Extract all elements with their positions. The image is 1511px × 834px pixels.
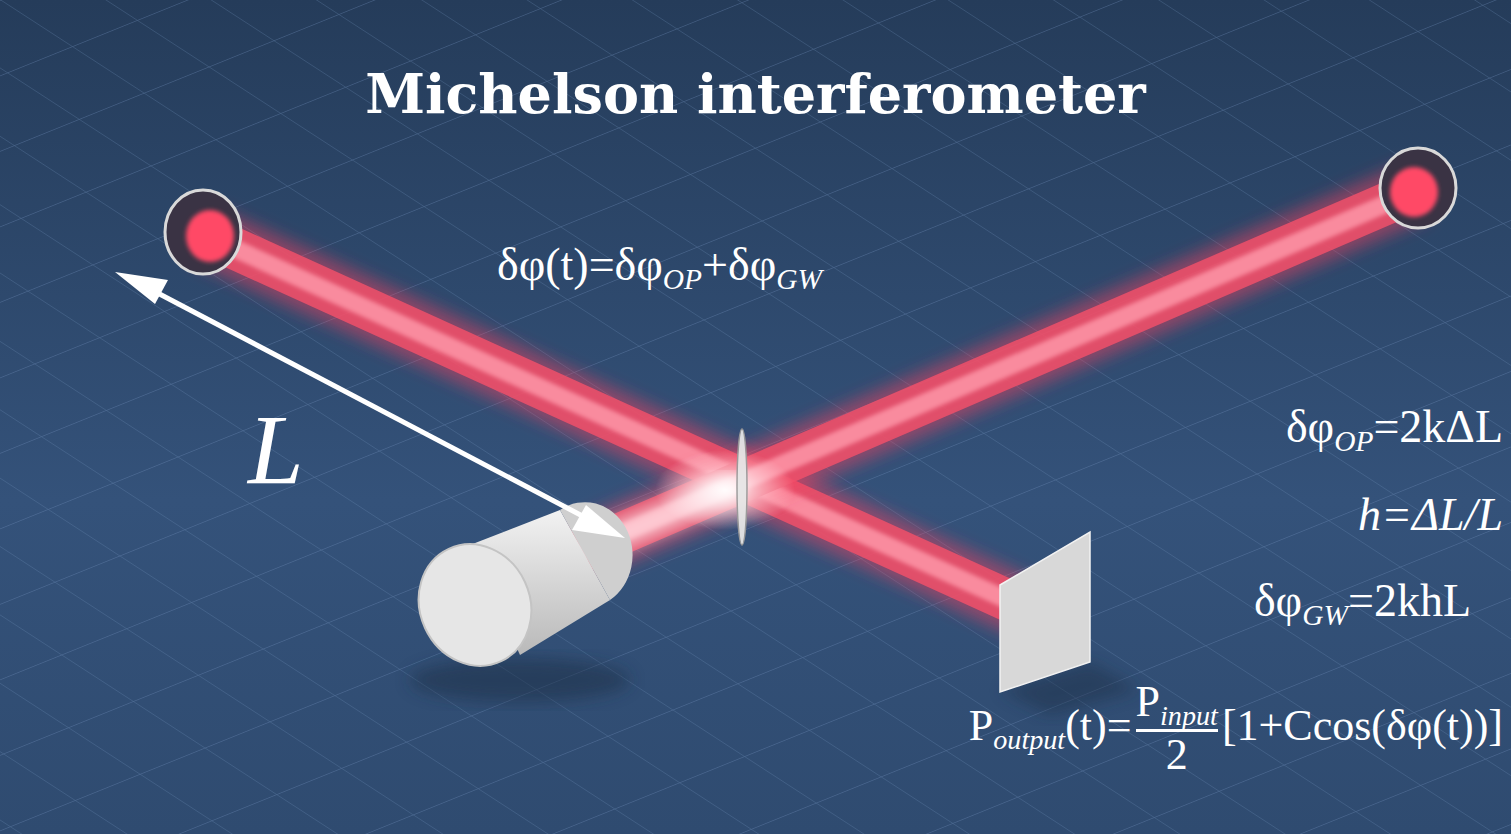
illustration-part bbox=[165, 190, 241, 274]
subscript: OP bbox=[1334, 425, 1373, 458]
equation-text: P bbox=[1136, 676, 1160, 727]
equation-text: h=ΔL/L bbox=[1358, 488, 1503, 541]
illustration-part bbox=[115, 272, 168, 304]
illustration-part bbox=[399, 526, 551, 685]
subscript: GW bbox=[1302, 599, 1348, 632]
illustration-part bbox=[560, 190, 1418, 560]
illustration-part bbox=[560, 190, 1418, 560]
equation: h=ΔL/L bbox=[1358, 488, 1503, 541]
subscript: OP bbox=[663, 263, 702, 296]
equation: δφGW=2khL bbox=[1254, 574, 1471, 627]
equation-text: P bbox=[969, 700, 993, 751]
illustration-part bbox=[655, 450, 795, 530]
equation-text: (t)= bbox=[1065, 700, 1131, 751]
illustration-part bbox=[560, 502, 633, 600]
equation-text: =2khL bbox=[1348, 574, 1471, 627]
fraction: Pinput2 bbox=[1136, 676, 1218, 778]
equation-text: =2kΔL bbox=[1373, 400, 1503, 453]
equation: L bbox=[248, 392, 304, 507]
equation-text: δφ(t)=δφ bbox=[497, 238, 663, 291]
illustration-part bbox=[1000, 532, 1090, 692]
illustration-part bbox=[560, 190, 1418, 560]
illustration-part bbox=[410, 658, 630, 702]
equation: δφ(t)=δφOP+δφGW bbox=[497, 238, 822, 291]
illustration-part bbox=[1380, 148, 1456, 228]
subscript: output bbox=[993, 724, 1065, 756]
equation-text: L bbox=[248, 392, 304, 507]
denominator: 2 bbox=[1166, 732, 1188, 778]
illustration-part bbox=[1390, 167, 1438, 217]
illustration-part bbox=[572, 505, 625, 538]
equation: δφOP=2kΔL bbox=[1286, 400, 1503, 453]
subscript: GW bbox=[776, 263, 822, 296]
equation-text: δφ bbox=[1254, 574, 1302, 627]
illustration-part bbox=[150, 289, 592, 521]
equation: Poutput(t)=Pinput2[1+Ccos(δφ(t))] bbox=[969, 700, 1503, 802]
title: Michelson interferometer bbox=[0, 62, 1511, 127]
equation-text: δφ bbox=[1286, 400, 1334, 453]
equation-text: [1+Ccos(δφ(t))] bbox=[1222, 700, 1503, 751]
numerator: Pinput bbox=[1136, 676, 1218, 727]
equation-text: +δφ bbox=[702, 238, 776, 291]
subscript: input bbox=[1160, 700, 1218, 732]
illustration-part bbox=[737, 429, 747, 545]
illustration-part bbox=[186, 210, 234, 262]
